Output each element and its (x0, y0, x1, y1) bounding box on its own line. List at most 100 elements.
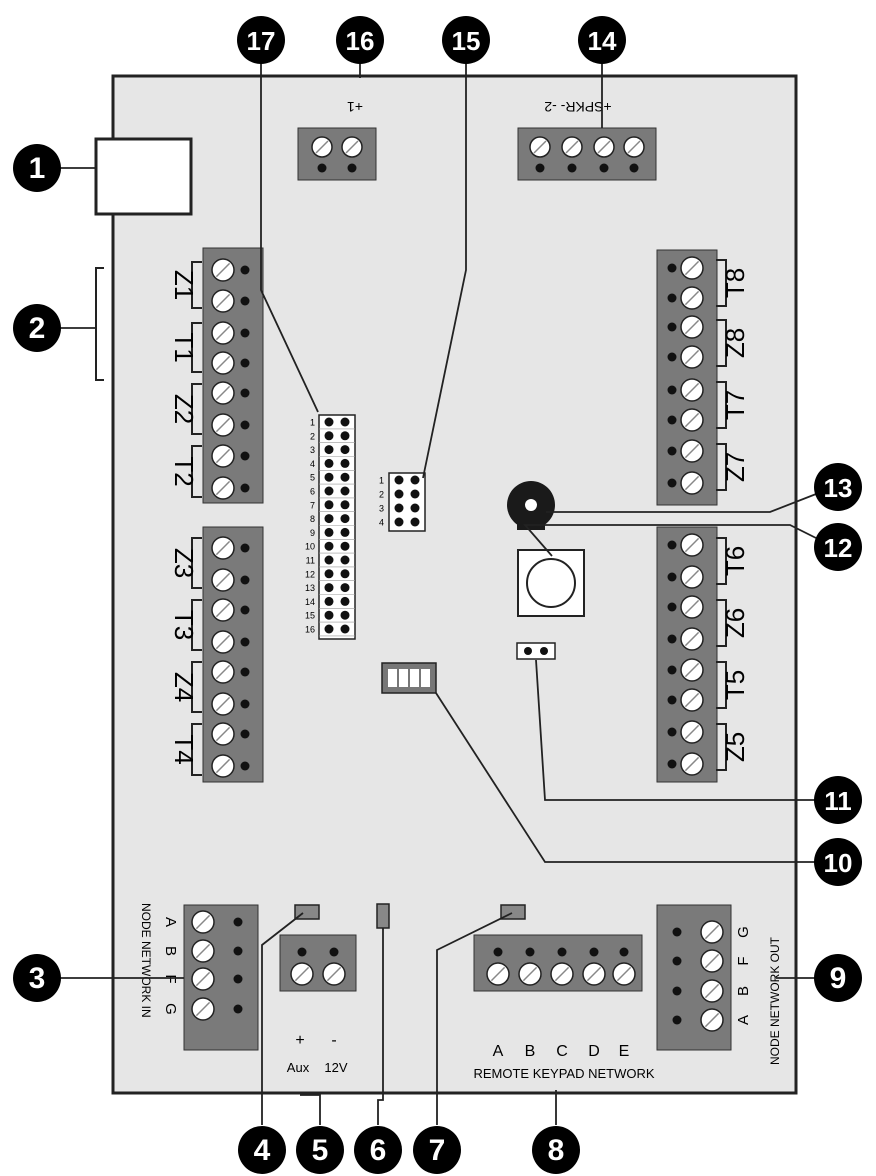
callout-17: 17 (237, 16, 285, 64)
pin-dot (525, 947, 535, 957)
pin-dot (394, 503, 404, 513)
screw-terminal (680, 439, 704, 463)
callout-number: 8 (548, 1134, 565, 1167)
callout-number: 6 (370, 1134, 387, 1167)
screw-terminal (700, 979, 724, 1003)
screw-terminal (680, 315, 704, 339)
pin-number: 4 (379, 518, 384, 528)
callout-4: 4 (238, 1126, 286, 1174)
dip-switch (381, 662, 437, 694)
pin-dot (667, 634, 677, 644)
screw-terminal (680, 256, 704, 280)
pin-dot (317, 163, 327, 173)
pin-dot (340, 486, 350, 496)
callout-number: 17 (247, 26, 276, 56)
node-in-pin: A (162, 917, 179, 927)
led-6 (376, 903, 390, 929)
pin-number: 4 (310, 459, 315, 469)
callout-number: 5 (312, 1134, 329, 1167)
aux-plus-label: + (295, 1032, 304, 1049)
node-in-pin: G (162, 1003, 179, 1015)
screw-terminal (612, 962, 636, 986)
right-zone-label: T8 (720, 268, 750, 298)
keypad-pin: E (619, 1043, 630, 1060)
screw-terminal (680, 471, 704, 495)
pin-number: 10 (305, 542, 315, 552)
pin-dot (340, 445, 350, 455)
screw-terminal (211, 289, 235, 313)
pin-number: 6 (310, 487, 315, 497)
callout-6: 6 (354, 1126, 402, 1174)
keypad-pin: B (525, 1043, 536, 1060)
pin-dot (667, 759, 677, 769)
pin-dot (340, 541, 350, 551)
pin-dot (667, 385, 677, 395)
pin-dot (340, 417, 350, 427)
screw-terminal (191, 997, 215, 1021)
screw-terminal (211, 630, 235, 654)
node-in-pin: F (162, 974, 179, 983)
screw-terminal (680, 627, 704, 651)
screw-terminal (311, 136, 333, 158)
pin-dot (240, 699, 250, 709)
callout-5: 5 (296, 1126, 344, 1174)
screw-terminal (211, 413, 235, 437)
callout-number: 16 (346, 26, 375, 56)
volt-label: 12V (324, 1060, 347, 1075)
node-out-pin: F (735, 956, 752, 965)
screw-terminal (211, 568, 235, 592)
pin-dot (324, 431, 334, 441)
screw-terminal (211, 444, 235, 468)
left-zone-label: T3 (169, 610, 199, 640)
pin-dot (324, 541, 334, 551)
pin-dot (394, 489, 404, 499)
left-zone-label: Z1 (169, 270, 199, 300)
screw-terminal (211, 536, 235, 560)
pin-dot (599, 163, 609, 173)
pin-dot (324, 596, 334, 606)
callout-number: 1 (29, 152, 46, 185)
node-out-pin: B (735, 986, 752, 996)
pin-number: 12 (305, 569, 315, 579)
callout-7: 7 (413, 1126, 461, 1174)
pin-dot (233, 946, 243, 956)
left-zone-label: Z4 (169, 672, 199, 702)
screw-terminal (623, 136, 645, 158)
pin-dot (567, 163, 577, 173)
node-network-out-terminal (656, 904, 732, 1051)
pin-dot (240, 388, 250, 398)
node-in-title: NODE NETWORK IN (139, 903, 153, 1018)
left-zone-label: Z3 (169, 548, 199, 578)
pin-dot (535, 163, 545, 173)
screw-terminal (211, 598, 235, 622)
pin-dot (240, 605, 250, 615)
screw-terminal (211, 381, 235, 405)
pin-dot (340, 624, 350, 634)
pin-number: 7 (310, 500, 315, 510)
pin-number: 2 (379, 490, 384, 500)
pin-dot (240, 667, 250, 677)
left-zone-label: T4 (169, 734, 199, 764)
screw-terminal (680, 345, 704, 369)
callout-number: 15 (452, 26, 481, 56)
callout-16: 16 (336, 16, 384, 64)
pin-dot (240, 265, 250, 275)
remote-keypad-terminal (473, 934, 643, 992)
right-zone-label: T7 (720, 390, 750, 420)
pin-number: 16 (305, 625, 315, 635)
pin-dot (297, 947, 307, 957)
pin-dot (667, 727, 677, 737)
push-button (517, 549, 585, 617)
screw-terminal (191, 939, 215, 963)
callout-13: 13 (814, 463, 862, 511)
callout-10: 10 (814, 838, 862, 886)
callout-number: 10 (824, 848, 853, 878)
jumper (516, 642, 556, 660)
terminal-block-14 (517, 127, 657, 181)
screw-terminal (211, 321, 235, 345)
screw-terminal (211, 754, 235, 778)
